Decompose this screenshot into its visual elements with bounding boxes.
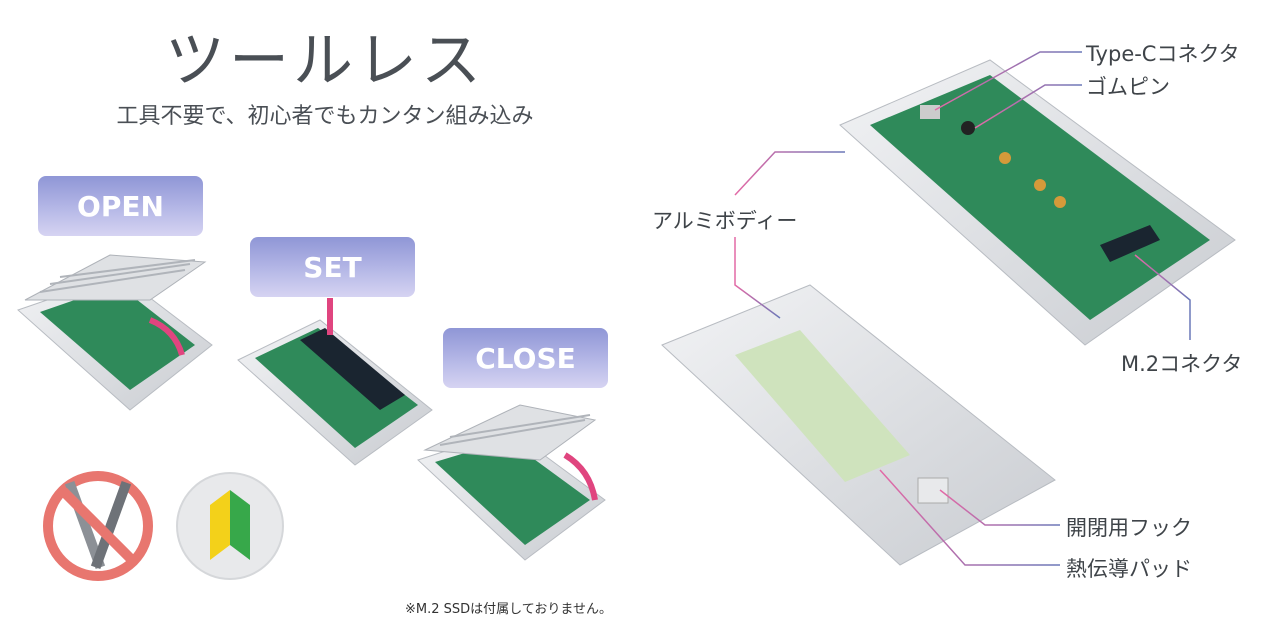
thermal-pad (735, 330, 910, 482)
enclosure-base-image (839, 59, 1236, 346)
callout-rubber-pin: ゴムピン (1086, 75, 1170, 99)
enclosure-lid-image (661, 284, 1056, 566)
page-title: ツールレス (165, 26, 485, 96)
callout-aluminum-body: アルミボディー (652, 209, 798, 233)
no-tools-icon (43, 471, 153, 581)
hook (917, 477, 949, 504)
open-arrow-icon (148, 317, 185, 356)
open-enclosure-image (17, 254, 213, 411)
close-arrow-icon (563, 452, 598, 501)
page-subtitle: 工具不要で、初心者でもカンタン組み込み (116, 104, 534, 129)
callout-lines (734, 51, 1191, 566)
step-open-badge: OPEN (38, 176, 203, 236)
disclaimer-note: ※M.2 SSDは付属しておりません。 (405, 602, 612, 617)
step-close-badge: CLOSE (443, 328, 608, 388)
set-enclosure-image (237, 298, 433, 466)
step-set-badge: SET (250, 237, 415, 297)
callout-m2-connector: M.2コネクタ (1121, 352, 1243, 376)
callout-type-c: Type-Cコネクタ (1086, 42, 1240, 66)
callout-hook: 開閉用フック (1066, 516, 1192, 540)
beginner-mark-icon (176, 472, 284, 580)
close-enclosure-image (417, 404, 606, 561)
callout-thermal-pad: 熱伝導パッド (1066, 557, 1192, 581)
